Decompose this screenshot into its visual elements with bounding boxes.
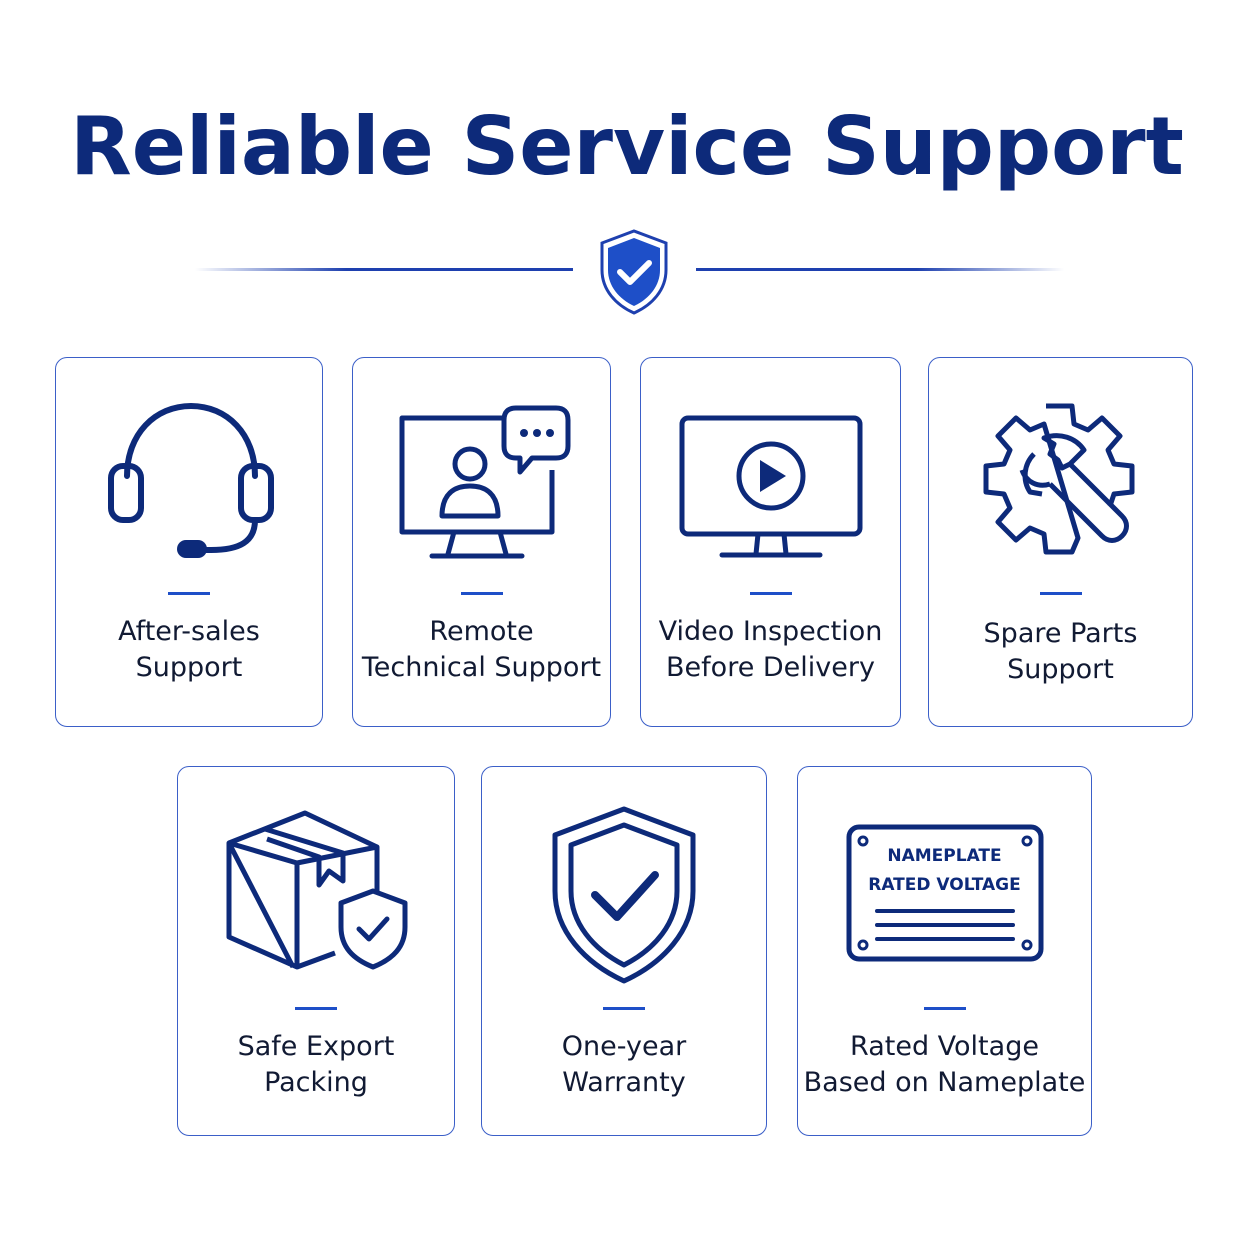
- card-divider: [923, 1007, 966, 1010]
- page-title: Reliable Service Support: [70, 100, 1184, 193]
- card-label: Spare Parts Support: [983, 618, 1138, 685]
- nameplate-title: NAMEPLATE: [887, 846, 1002, 866]
- card-divider: [460, 592, 503, 595]
- card-label: Video Inspection Before Delivery: [658, 616, 883, 683]
- card-label: Rated Voltage Based on Nameplate: [803, 1031, 1086, 1098]
- nameplate-subtitle: RATED VOLTAGE: [868, 875, 1021, 895]
- card-label: Remote Technical Support: [361, 616, 602, 683]
- card-video-inspection[interactable]: Video Inspection Before Delivery: [640, 357, 901, 727]
- card-safe-export-packing[interactable]: Safe Export Packing: [177, 766, 455, 1136]
- card-after-sales-support[interactable]: After-sales Support: [55, 357, 323, 727]
- card-divider: [603, 1007, 645, 1010]
- card-label: One-year Warranty: [561, 1031, 687, 1098]
- monitor-play-icon: [679, 415, 862, 558]
- headset-icon: [108, 402, 274, 558]
- card-rated-voltage[interactable]: NAMEPLATE RATED VOLTAGE Rated Voltage Ba…: [797, 766, 1092, 1136]
- card-divider: [295, 1007, 337, 1010]
- box-shield-icon: [226, 810, 408, 970]
- shield-check-icon: [552, 806, 696, 984]
- gear-wrench-icon: [983, 403, 1134, 555]
- monitor-chat-person-icon: [399, 405, 570, 559]
- nameplate-icon: NAMEPLATE RATED VOLTAGE: [845, 823, 1045, 963]
- card-one-year-warranty[interactable]: One-year Warranty: [481, 766, 767, 1136]
- card-label: After-sales Support: [118, 616, 260, 683]
- title-divider-right: [696, 268, 1064, 271]
- shield-check-icon: [600, 229, 668, 315]
- card-divider: [749, 592, 792, 595]
- card-divider: [168, 592, 210, 595]
- card-divider: [1039, 592, 1082, 595]
- card-label: Safe Export Packing: [237, 1031, 395, 1098]
- card-remote-technical-support[interactable]: Remote Technical Support: [352, 357, 611, 727]
- card-spare-parts-support[interactable]: Spare Parts Support: [928, 357, 1193, 727]
- title-divider-left: [195, 268, 573, 271]
